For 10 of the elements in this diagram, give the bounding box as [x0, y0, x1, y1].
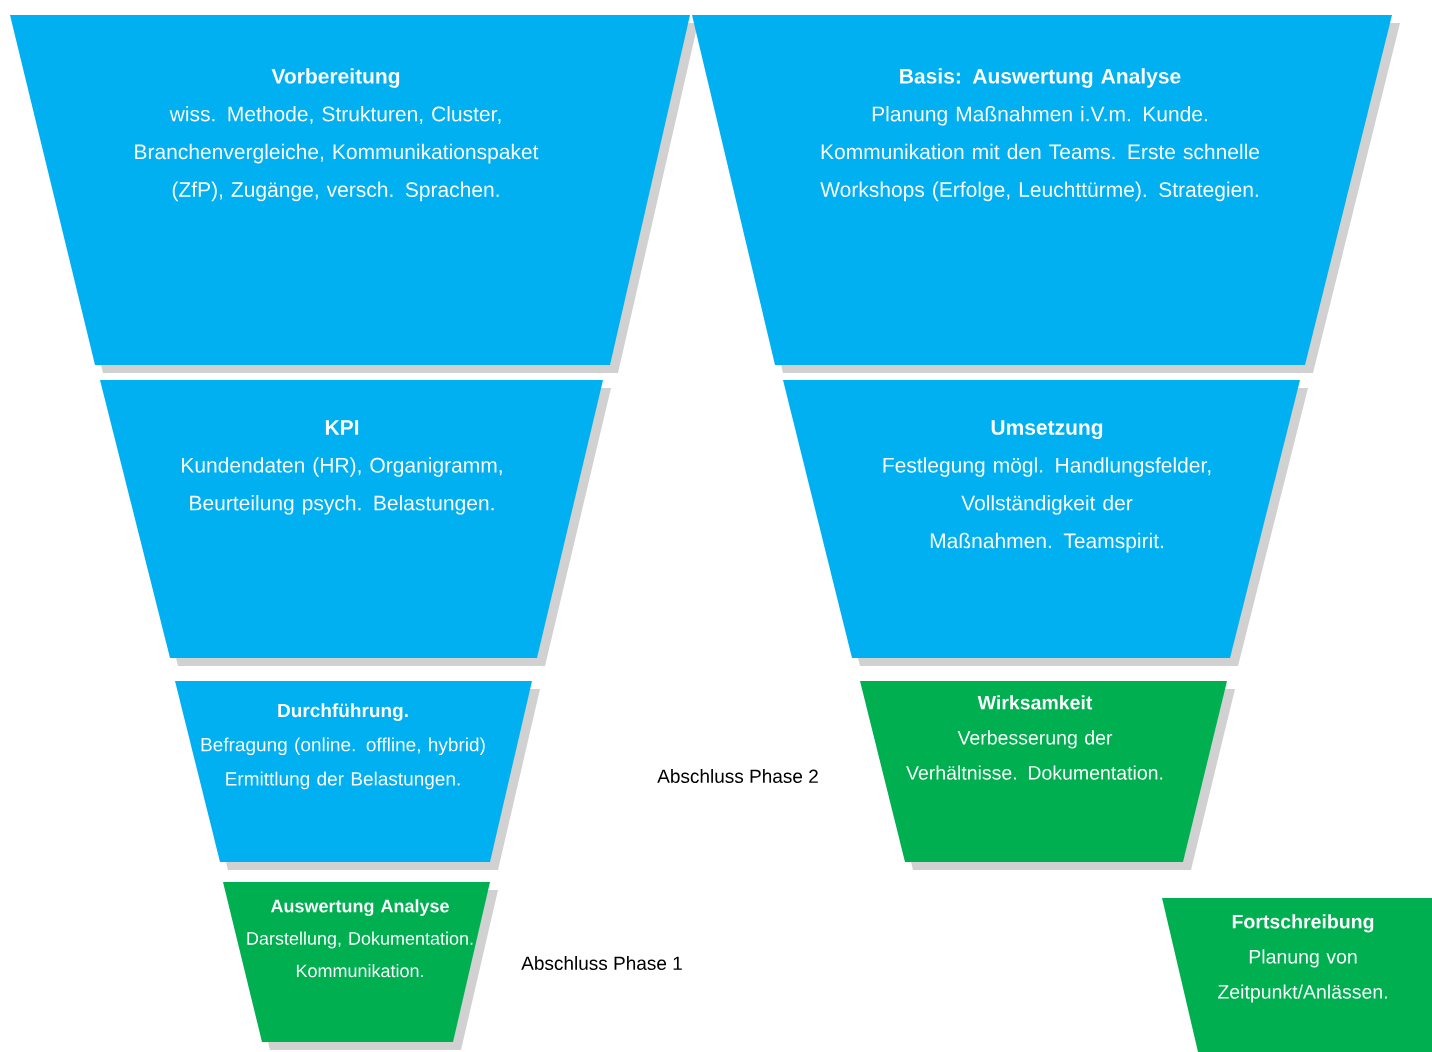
phase-label: Abschluss Phase 2	[657, 769, 818, 783]
funnel-segment: Fortschreibung Planung von Zeitpunkt/Anlässen.	[1162, 898, 1432, 1052]
funnel-segment: Umsetzung Festlegung mögl. Handlungsfelder, Vollständigkeit der Maßnahmen. Teamspirit.	[783, 380, 1300, 658]
funnel-segment: Durchführung. Befragung (online. offline, hybrid) Ermittlung der Belastungen.	[175, 681, 532, 862]
funnel-segment: Vorbereitung wiss. Methode, Strukturen, Cluster, Branchenvergleiche, Kommunikationspaket (ZfP), Zugänge, versch. Sprachen.	[10, 15, 690, 365]
funnel-segment: Auswertung Analyse Darstellung, Dokumentation. Kommunikation.	[223, 882, 490, 1042]
funnel-segment: KPI Kundendaten (HR), Organigramm, Beurteilung psych. Belastungen.	[100, 380, 603, 658]
funnel-segment: Wirksamkeit Verbesserung der Verhältnisse. Dokumentation.	[860, 681, 1227, 862]
phase-label: Abschluss Phase 1	[521, 956, 682, 970]
funnel-segment: Basis: Auswertung Analyse Planung Maßnahmen i.V.m. Kunde. Kommunikation mit den Teams. Erste schnelle Workshops (Erfolge, Leuchttürme). Strategien.	[692, 15, 1392, 365]
